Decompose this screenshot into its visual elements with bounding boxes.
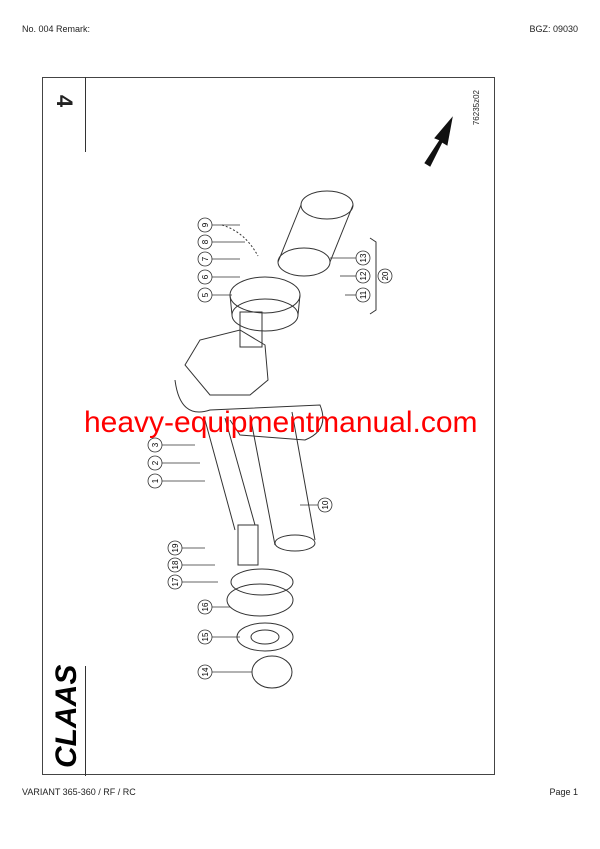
header-bgz: BGZ: 09030 (529, 24, 578, 34)
callout-number: 15 (201, 632, 210, 641)
callout-number: 5 (201, 292, 210, 297)
callout-number: 13 (359, 253, 368, 262)
callout-number: 12 (359, 271, 368, 280)
callout-number: 16 (201, 602, 210, 611)
callout-1: 1 (147, 473, 205, 489)
callout-number: 18 (171, 560, 180, 569)
drawing-frame (42, 77, 495, 775)
callout-number: 14 (201, 667, 210, 676)
header-remark: No. 004 Remark: (22, 24, 91, 34)
callout-13: 13 (330, 250, 371, 266)
callout-5: 5 (197, 287, 232, 303)
callout-number: 19 (171, 543, 180, 552)
callout-8: 8 (197, 234, 245, 250)
callout-17: 17 (167, 574, 218, 590)
callout-16: 16 (197, 599, 230, 615)
watermark: heavy-equipmentmanual.com (84, 406, 478, 439)
callout-19: 19 (167, 540, 205, 556)
divider (85, 77, 86, 152)
claas-logo: CLAAS (54, 665, 80, 768)
callout-11: 11 (345, 287, 371, 303)
callout-15: 15 (197, 629, 240, 645)
callout-12: 12 (340, 268, 371, 284)
callout-number: 17 (171, 577, 180, 586)
callout-number: 6 (201, 274, 210, 279)
divider (85, 666, 86, 776)
callout-number: 7 (201, 256, 210, 261)
callout-18: 18 (167, 557, 215, 573)
callout-10: 10 (300, 497, 333, 513)
callout-number: 20 (381, 271, 390, 280)
direction-arrow (424, 116, 453, 167)
callout-7: 7 (197, 251, 240, 267)
callout-number: 9 (201, 222, 210, 227)
callout-number: 10 (321, 500, 330, 509)
callout-number: 3 (151, 442, 160, 447)
callout-20: 20 (377, 268, 393, 284)
callout-3: 3 (147, 437, 195, 453)
callout-number: 1 (151, 478, 160, 483)
callout-14: 14 (197, 664, 252, 680)
callout-6: 6 (197, 269, 240, 285)
footer-model: VARIANT 365-360 / RF / RC (22, 787, 136, 797)
footer-page: Page 1 (549, 787, 578, 797)
callout-9: 9 (197, 217, 240, 233)
callout-number: 2 (151, 460, 160, 465)
svg-text:CLAAS: CLAAS (54, 665, 80, 768)
callout-number: 11 (359, 290, 368, 299)
callout-2: 2 (147, 455, 200, 471)
callout-number: 8 (201, 239, 210, 244)
